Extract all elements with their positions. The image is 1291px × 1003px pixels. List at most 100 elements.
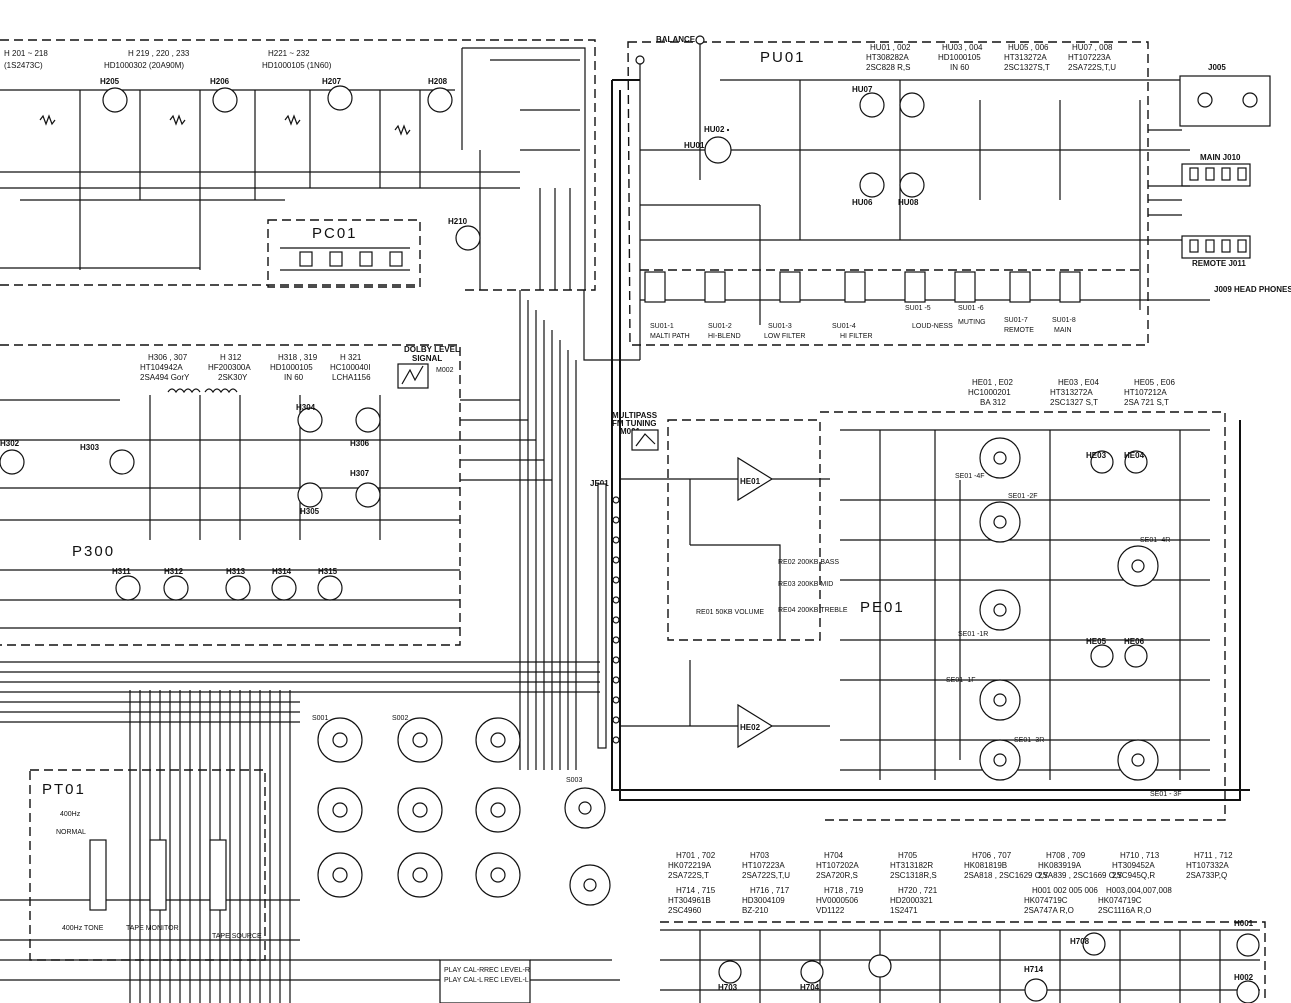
transistor-h001: [1236, 933, 1260, 957]
transistor-h705: [868, 954, 892, 978]
je01-pins: [612, 496, 620, 744]
legend-type: 2SC4960: [668, 906, 702, 915]
legend-type: 2SA747A R,O: [1024, 906, 1074, 915]
header-h318: H318 , 319: [278, 353, 318, 362]
legend-part: HT313182R: [890, 861, 933, 870]
legend-ref: H001 002 005 006: [1032, 886, 1098, 895]
label-he01: HE01: [740, 477, 761, 486]
switch-su01-1: SU01-1: [650, 323, 674, 330]
legend-type: 2SC1318R,S: [890, 871, 937, 880]
connector-je01: [597, 483, 607, 749]
label-se01-4r: SE01 -4R: [1140, 537, 1170, 544]
pu01-section: PU01 HU01 , 002 HT308282A 2SC828 R,S HU0…: [627, 35, 1149, 360]
legend-ref: H714 , 715: [676, 886, 716, 895]
label-normal: NORMAL: [56, 829, 86, 836]
label-h311: H311: [112, 567, 131, 576]
legend-part: HT309452A: [1112, 861, 1155, 870]
rec-play-cal-r: PLAY CAL-R: [444, 967, 484, 974]
transistor-h708: [1082, 932, 1106, 956]
label-se01-3f: SE01 - 3F: [1150, 791, 1182, 798]
header-hu03-part2: IN 60: [950, 63, 970, 72]
label-he04: HE04: [1124, 451, 1145, 460]
switch-su01-3-name: LOW FILTER: [764, 333, 805, 340]
label-h205: H205: [100, 77, 120, 86]
dolby-label: DOLBY LEVEL: [404, 345, 460, 354]
transistor-h313: [225, 575, 251, 601]
header-he01-part2: BA 312: [980, 398, 1006, 407]
label-400hz: 400Hz: [60, 811, 81, 818]
transistor-he05: [1090, 644, 1114, 668]
multipass-label-2: FM TUNING: [612, 419, 656, 428]
transistor-h304: [297, 407, 323, 433]
transistor-he03: [1090, 450, 1114, 474]
label-h704: H704: [800, 983, 820, 992]
header-h312: H 312: [220, 353, 242, 362]
header-h321-part2: LCHA1156: [332, 373, 371, 382]
output-jacks: J005 MAIN J010 REMOTE J011 J009 HEAD PHO…: [1148, 63, 1291, 301]
legend-part: HD2000321: [890, 896, 933, 905]
legend-ref: H718 , 719: [824, 886, 864, 895]
treble-control: RE04 200KB TREBLE: [778, 607, 848, 614]
header-h312-part2: 2SK30Y: [218, 373, 248, 382]
header-h201-part: (1S2473C): [4, 61, 43, 70]
transistor-h312: [163, 575, 189, 601]
header-h312-part1: HF200300A: [208, 363, 251, 372]
legend-ref: H701 , 702: [676, 851, 716, 860]
mid-control: RE03 200KB MID: [778, 581, 833, 588]
legend-type: 1S2471: [890, 906, 918, 915]
header-h318-part1: HD1000105: [270, 363, 313, 372]
header-hu05-part2: 2SC1327S,T: [1004, 63, 1050, 72]
dolby-label-2: SIGNAL: [412, 354, 442, 363]
label-h307: H307: [350, 469, 370, 478]
transistor-hu01: [704, 136, 732, 164]
label-hu02: HU02: [704, 125, 725, 134]
label-he02: HE02: [740, 723, 761, 732]
legend-type: 2SA733P,Q: [1186, 871, 1227, 880]
header-h201: H 201 ~ 218: [4, 49, 48, 58]
legend-ref: H716 , 717: [750, 886, 790, 895]
legend-part: HK074719C: [1024, 896, 1068, 905]
header-hu01-part1: HT308282A: [866, 53, 909, 62]
legend-part: HT304961B: [668, 896, 711, 905]
legend-ref: H710 , 713: [1120, 851, 1160, 860]
legend-type: 2SA818 , 2SC1629 O,Y: [964, 871, 1049, 880]
label-he06: HE06: [1124, 637, 1145, 646]
header-hu05-part1: HT313272A: [1004, 53, 1047, 62]
je01-section: MULTIPASS FM TUNING M001 JE01: [460, 79, 1250, 801]
m002-label: M002: [436, 367, 454, 374]
label-h001: H001: [1234, 919, 1254, 928]
rec-level-block: [439, 959, 531, 1003]
switch-row: [644, 271, 1081, 303]
header-h321-part1: HC100040I: [330, 363, 370, 372]
legend-part: HT107202A: [816, 861, 859, 870]
header-hu01-part2: 2SC828 R,S: [866, 63, 910, 72]
header-hu03-part1: HD1000105: [938, 53, 981, 62]
label-h306: H306: [350, 439, 370, 448]
label-400hz-tone: 400Hz TONE: [62, 925, 104, 932]
transistor-hu08: [899, 172, 925, 198]
header-he03-part1: HT313272A: [1050, 388, 1093, 397]
legend-type: BZ-210: [742, 906, 769, 915]
label-h314: H314: [272, 567, 292, 576]
label-s003: S003: [566, 777, 582, 784]
transistor-h208: [427, 87, 453, 113]
header-h219: H 219 , 220 , 233: [128, 49, 190, 58]
label-h210: H210: [448, 217, 468, 226]
header-h221: H221 ~ 232: [268, 49, 310, 58]
label-se01-4f: SE01 -4F: [955, 473, 985, 480]
label-h312: H312: [164, 567, 184, 576]
board-pt01: PT01: [42, 781, 86, 798]
transistor-hu08-a: [899, 92, 925, 118]
header-he05-part1: HT107212A: [1124, 388, 1167, 397]
legend-type: 2SA722S,T,U: [742, 871, 790, 880]
switch-su01-6: SU01 -6: [958, 305, 984, 312]
transistor-h206: [212, 87, 238, 113]
legend-type: 2SA720R,S: [816, 871, 858, 880]
header-h306-part2: 2SA494 GorY: [140, 373, 190, 382]
switch-su01-5-name: LOUD-NESS: [912, 323, 953, 330]
tuner-section: H 201 ~ 218 (1S2473C) H 219 , 220 , 233 …: [0, 39, 596, 291]
switch-su01-3: SU01-3: [768, 323, 792, 330]
label-hu07: HU07: [852, 85, 873, 94]
legend-ref: H704: [824, 851, 844, 860]
